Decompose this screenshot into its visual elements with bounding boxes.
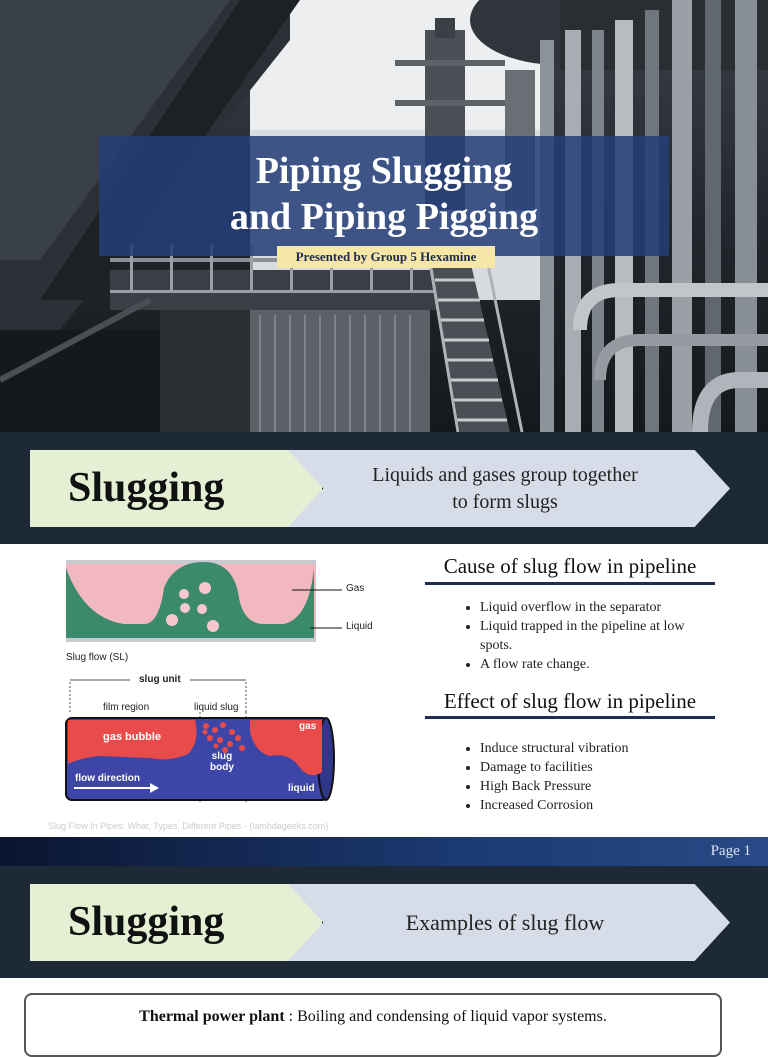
liquid-label: Liquid bbox=[346, 621, 373, 632]
banner-description: Examples of slug flow bbox=[405, 910, 605, 935]
list-item: Induce structural vibration bbox=[480, 739, 720, 758]
slugging-examples-banner: Slugging Examples of slug flow bbox=[0, 866, 768, 978]
slug-unit-diagram bbox=[65, 679, 335, 802]
title-line-1: Piping Slugging bbox=[255, 150, 513, 192]
cause-divider bbox=[425, 582, 715, 585]
list-item: Liquid overflow in the separator bbox=[480, 598, 720, 617]
banner-description: Liquids and gases group together to form… bbox=[310, 450, 700, 527]
example-box: Thermal power plant : Boiling and conden… bbox=[24, 993, 722, 1057]
gas-region-label: gas bbox=[299, 721, 317, 732]
gas-label: Gas bbox=[346, 583, 365, 594]
example-description: : Boiling and condensing of liquid vapor… bbox=[284, 1008, 607, 1025]
liquid-slug-label: liquid slug bbox=[194, 702, 239, 713]
banner-description-line-2: to form slugs bbox=[452, 490, 558, 513]
slug-flow-caption: Slug flow (SL) bbox=[66, 652, 129, 663]
page-footer: Page 1 bbox=[0, 837, 768, 866]
image-source-caption: Slug Flow In Pipes: What, Types, Differe… bbox=[48, 821, 329, 831]
banner-description-line-1: Liquids and gases group together bbox=[372, 463, 638, 486]
title-line-2: and Piping Pigging bbox=[229, 196, 539, 238]
slug-flow-diagram bbox=[66, 560, 342, 642]
page-title: Piping Slugging and Piping Pigging bbox=[99, 148, 669, 240]
banner-heading-panel bbox=[30, 450, 322, 527]
page-number: Page 1 bbox=[710, 843, 751, 859]
slug-body-line-2: body bbox=[210, 762, 234, 773]
list-item: Liquid trapped in the pipeline at low sp… bbox=[480, 617, 720, 655]
presenter-label: Presented by Group 5 Hexamine bbox=[277, 246, 495, 268]
slug-unit-label: slug unit bbox=[139, 674, 181, 685]
cause-heading: Cause of slug flow in pipeline bbox=[443, 554, 697, 578]
slug-body-line-1: slug bbox=[211, 751, 233, 762]
slugging-banner: Slugging Liquids and gases group togethe… bbox=[0, 432, 768, 544]
banner-heading: Slugging bbox=[68, 465, 225, 511]
effect-heading: Effect of slug flow in pipeline bbox=[443, 689, 697, 713]
effect-divider bbox=[425, 716, 715, 719]
example-text: Thermal power plant : Boiling and conden… bbox=[26, 1008, 720, 1026]
list-item: Damage to facilities bbox=[480, 758, 720, 777]
banner-heading: Slugging bbox=[68, 899, 225, 945]
list-item: High Back Pressure bbox=[480, 777, 720, 796]
list-item: Increased Corrosion bbox=[480, 796, 720, 815]
gas-bubble-label: gas bubble bbox=[103, 731, 162, 743]
banner-heading-panel bbox=[30, 884, 322, 961]
cause-list: Liquid overflow in the separator Liquid … bbox=[455, 598, 720, 674]
example-title: Thermal power plant bbox=[139, 1008, 285, 1025]
slug-body-label: slug body bbox=[210, 751, 234, 773]
flow-direction-label: flow direction bbox=[75, 773, 140, 784]
title-box bbox=[99, 136, 669, 256]
banner-arrow-panel bbox=[288, 450, 730, 527]
liquid-region-label: liquid bbox=[288, 783, 315, 794]
effect-list: Induce structural vibration Damage to fa… bbox=[455, 739, 720, 815]
list-item: A flow rate change. bbox=[480, 655, 720, 674]
film-region-label: film region bbox=[103, 702, 150, 713]
banner-arrow-panel bbox=[288, 884, 730, 961]
